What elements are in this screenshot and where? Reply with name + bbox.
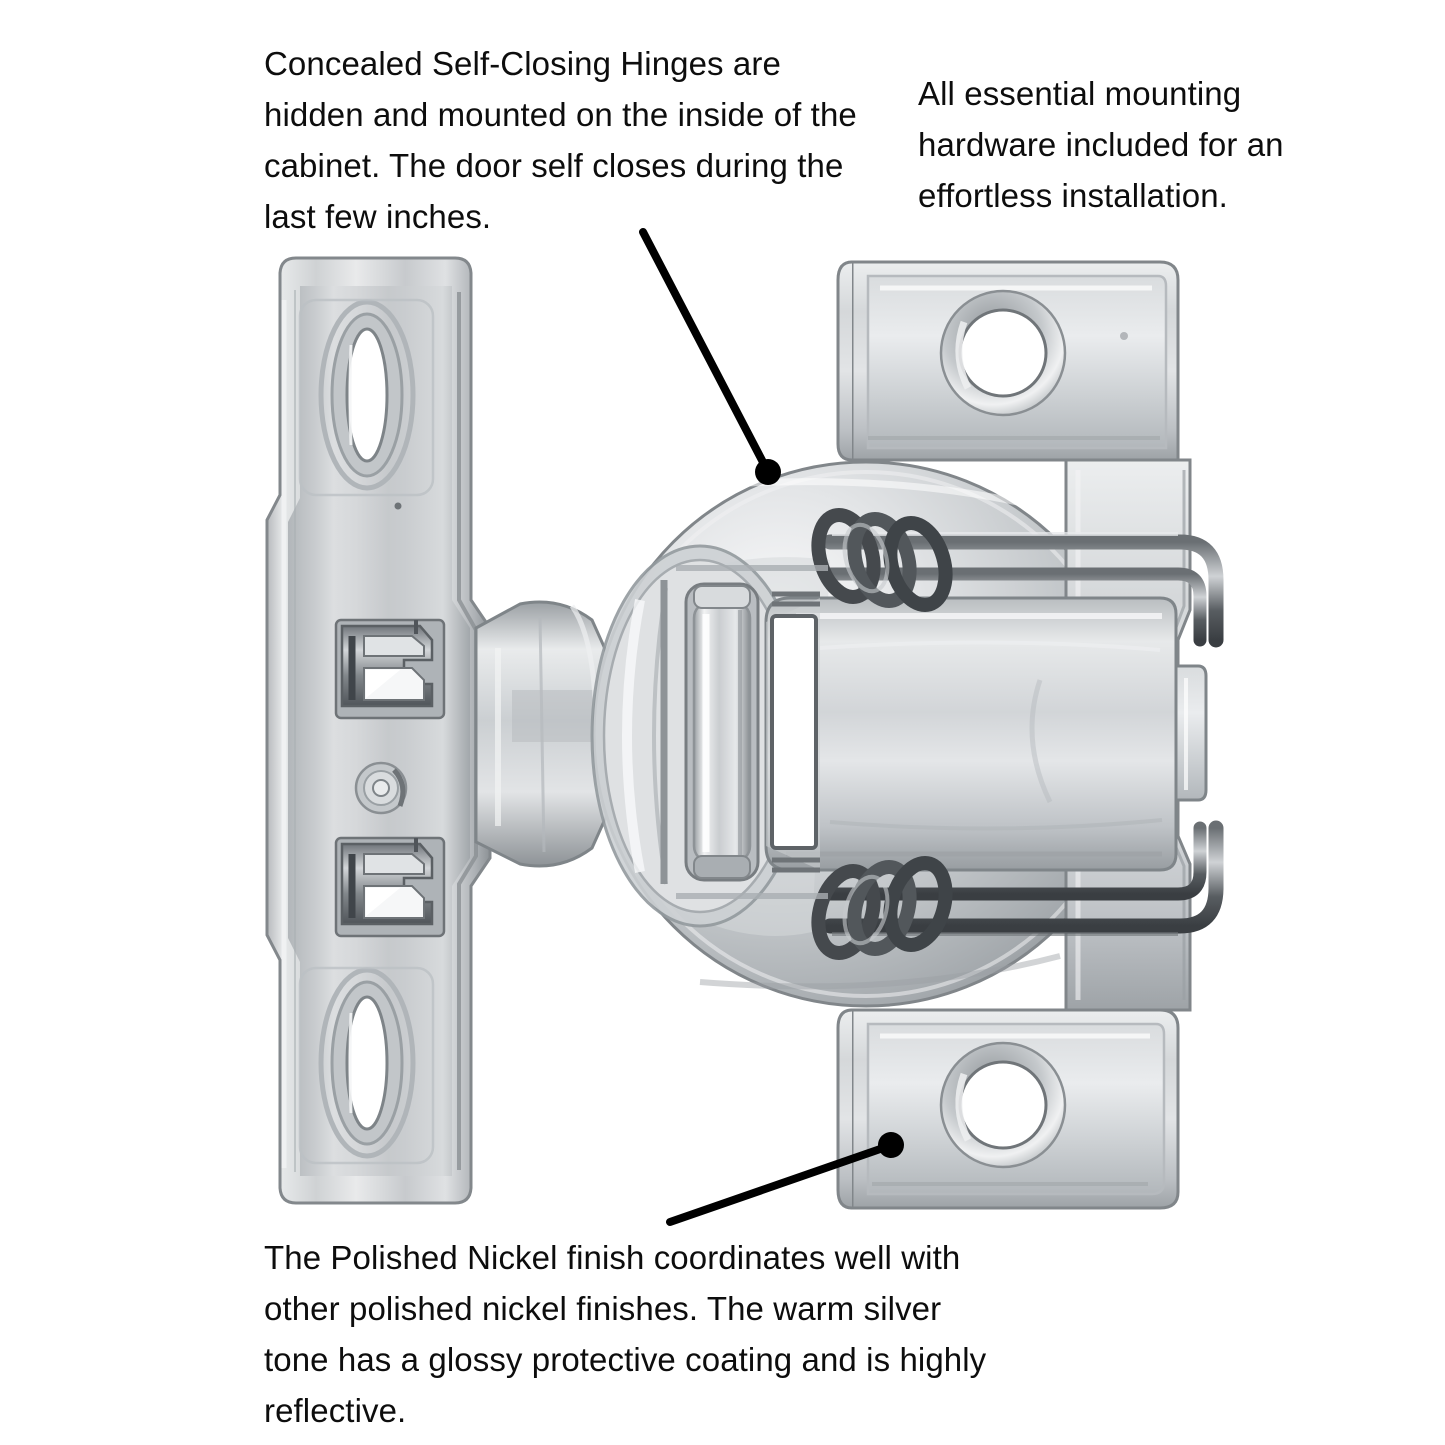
callout-hardware-text: All essential mounting hardware included… [918, 75, 1284, 215]
pivot-pin [660, 565, 828, 899]
lower-mounting-wing [836, 1008, 1180, 1210]
hinge-arm-body [764, 596, 1178, 872]
plate-slot-upper [298, 298, 435, 510]
spring [811, 507, 1224, 961]
plate-slot-lower [298, 966, 435, 1165]
pivot-slot [770, 591, 820, 873]
leader-line-finish [666, 1132, 904, 1226]
lower-wing-screw-hole[interactable] [939, 1041, 1067, 1169]
callout-finish-text: The Polished Nickel finish coordinates w… [264, 1239, 987, 1430]
adjustment-screw[interactable] [354, 761, 408, 815]
plate-clip-upper[interactable] [334, 618, 446, 720]
hinge-body-right [1064, 458, 1208, 1012]
release-tab[interactable] [1170, 664, 1208, 802]
spring-coil-lower [811, 855, 953, 961]
upper-mounting-wing [836, 260, 1180, 462]
callout-hinges-text: Concealed Self-Closing Hinges are hidden… [264, 45, 857, 236]
spring-coil-upper [811, 507, 953, 613]
plate-clip-lower[interactable] [334, 836, 446, 938]
leader-line-hinges [639, 228, 781, 485]
mounting-plate [265, 256, 492, 1205]
upper-wing-screw-hole[interactable] [939, 289, 1067, 417]
hinge-cup [590, 460, 1140, 1008]
hinge-neck [474, 600, 612, 868]
